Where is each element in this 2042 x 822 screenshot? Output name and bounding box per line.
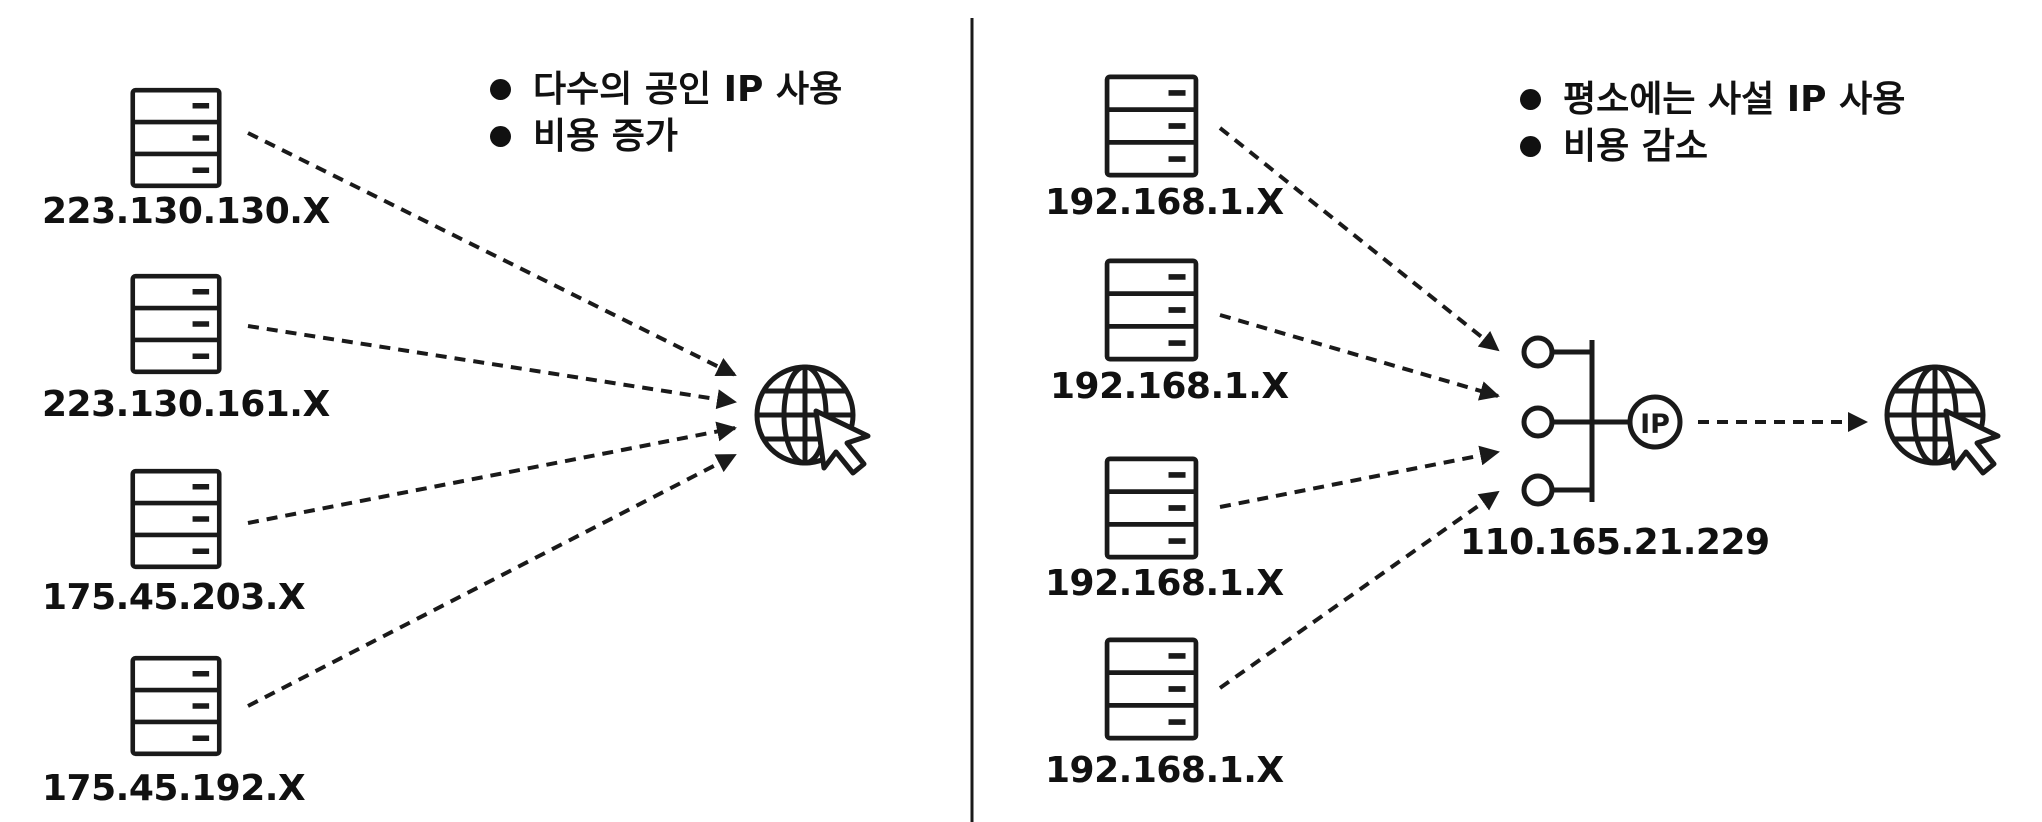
connection-arrow <box>247 131 737 377</box>
globe-cursor-icon <box>757 367 868 473</box>
server-ip-label: 223.130.161.X <box>42 384 330 425</box>
server-ip-label: 175.45.203.X <box>42 577 306 618</box>
connection-arrow <box>247 324 737 410</box>
bullet-item: 다수의 공인 IP 사용 <box>490 66 842 113</box>
connection-arrow <box>1219 445 1500 509</box>
server-ip-label: 175.45.192.X <box>42 768 306 809</box>
server-icon <box>1107 77 1196 175</box>
server-ip-label: 223.130.130.X <box>42 191 330 232</box>
server-ip-label: 192.168.1.X <box>1050 366 1289 407</box>
nat-public-ip-label: 110.165.21.229 <box>1460 522 1770 563</box>
globe-cursor-icon <box>1887 367 1998 473</box>
connection-arrow <box>247 421 737 525</box>
bullet-item: 평소에는 사설 IP 사용 <box>1520 76 1905 123</box>
nat-ip-badge: IP <box>1640 409 1670 440</box>
server-ip-label: 192.168.1.X <box>1045 750 1284 791</box>
bullet-dot-icon <box>490 79 511 100</box>
bullet-item: 비용 감소 <box>1520 123 1905 170</box>
server-ip-label: 192.168.1.X <box>1045 563 1284 604</box>
connection-arrow <box>1218 126 1500 352</box>
connection-arrow <box>247 453 737 708</box>
right-bullet-list: 평소에는 사설 IP 사용 비용 감소 <box>1520 76 1905 170</box>
bullet-dot-icon <box>1520 136 1541 157</box>
server-icon <box>133 90 219 186</box>
server-icon <box>1107 640 1196 738</box>
bullet-dot-icon <box>1520 89 1541 110</box>
server-icon <box>133 276 219 372</box>
bullet-item: 비용 증가 <box>490 113 842 160</box>
server-icon <box>133 658 219 754</box>
server-icon <box>133 471 219 567</box>
bullet-dot-icon <box>490 126 511 147</box>
server-icon <box>1107 261 1196 359</box>
server-icon <box>1107 459 1196 557</box>
server-ip-label: 192.168.1.X <box>1045 182 1284 223</box>
connection-arrow <box>1219 313 1500 401</box>
left-bullet-list: 다수의 공인 IP 사용 비용 증가 <box>490 66 842 160</box>
ip-hub-icon <box>1521 335 1683 507</box>
